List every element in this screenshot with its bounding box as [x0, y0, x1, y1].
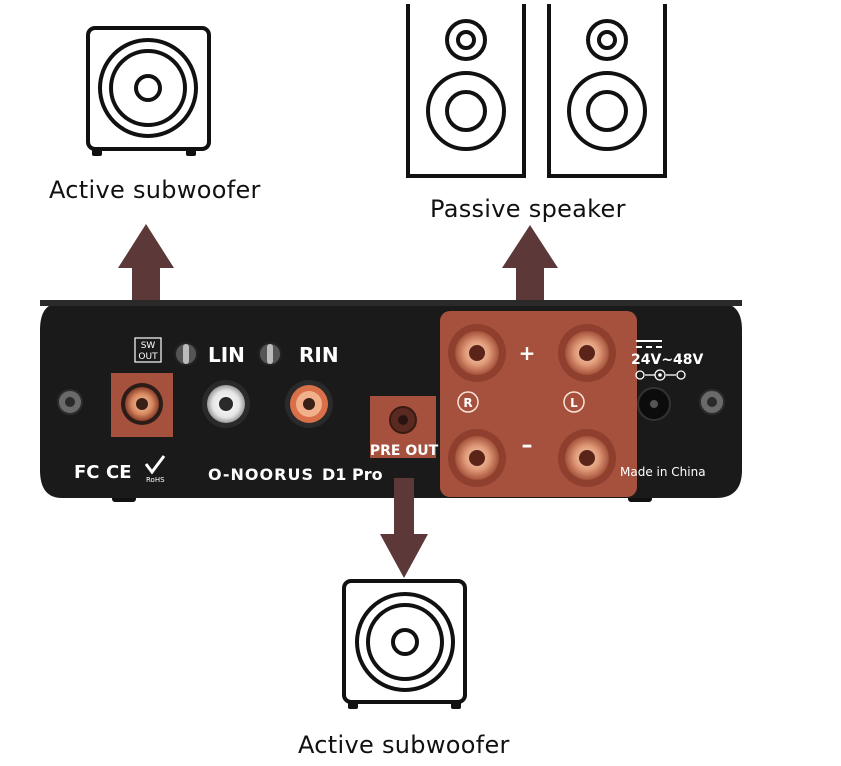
subwoofer-icon-bottom [342, 579, 467, 709]
dc-power-jack [637, 387, 671, 421]
rin-label: RIN [299, 343, 339, 367]
arrow-down [380, 478, 428, 578]
minus-sign: – [522, 433, 533, 458]
voltage-label: 24V~48V [631, 352, 704, 368]
dc-symbol [636, 340, 662, 348]
plus-sign: + [519, 341, 536, 365]
rohs-mark: RoHS [146, 476, 165, 484]
lin-jack [202, 380, 250, 428]
sw-out-label: SW OUT [134, 337, 162, 363]
subwoofer-icon-top [86, 26, 211, 156]
passive-speaker-icon-right [547, 4, 667, 178]
speaker-terminals [440, 311, 637, 497]
passive-speaker-icon-left [406, 4, 526, 178]
toggle-switch-right [258, 342, 282, 366]
sw-out-line1-text: SW [141, 341, 156, 351]
pre-out-jack [370, 396, 436, 458]
polarity-symbol [635, 369, 686, 381]
rohs-check-icon [144, 455, 166, 475]
left-channel-label: L [570, 396, 578, 410]
rin-jack [285, 380, 333, 428]
sw-out-jack [111, 373, 173, 437]
right-channel-label: R [463, 396, 472, 410]
sw-out-line2-text: OUT [138, 352, 158, 362]
brand-logo: O-NOORUS [208, 465, 314, 484]
pre-out-label: PRE OUT [370, 443, 439, 459]
lin-label: LIN [208, 343, 245, 367]
terminal-right-minus [448, 429, 506, 487]
terminal-left-minus [558, 429, 616, 487]
ce-mark: CE [106, 462, 132, 483]
model-label: D1 Pro [322, 465, 383, 484]
made-in-label: Made in China [620, 465, 706, 479]
caption-active-subwoofer-top: Active subwoofer [49, 176, 261, 204]
terminal-right-plus [448, 324, 506, 382]
caption-active-subwoofer-bottom: Active subwoofer [298, 731, 510, 759]
toggle-switch-left [174, 342, 198, 366]
caption-passive-speaker: Passive speaker [430, 195, 626, 223]
terminal-left-plus [558, 324, 616, 382]
fc-mark: FC [74, 462, 100, 483]
